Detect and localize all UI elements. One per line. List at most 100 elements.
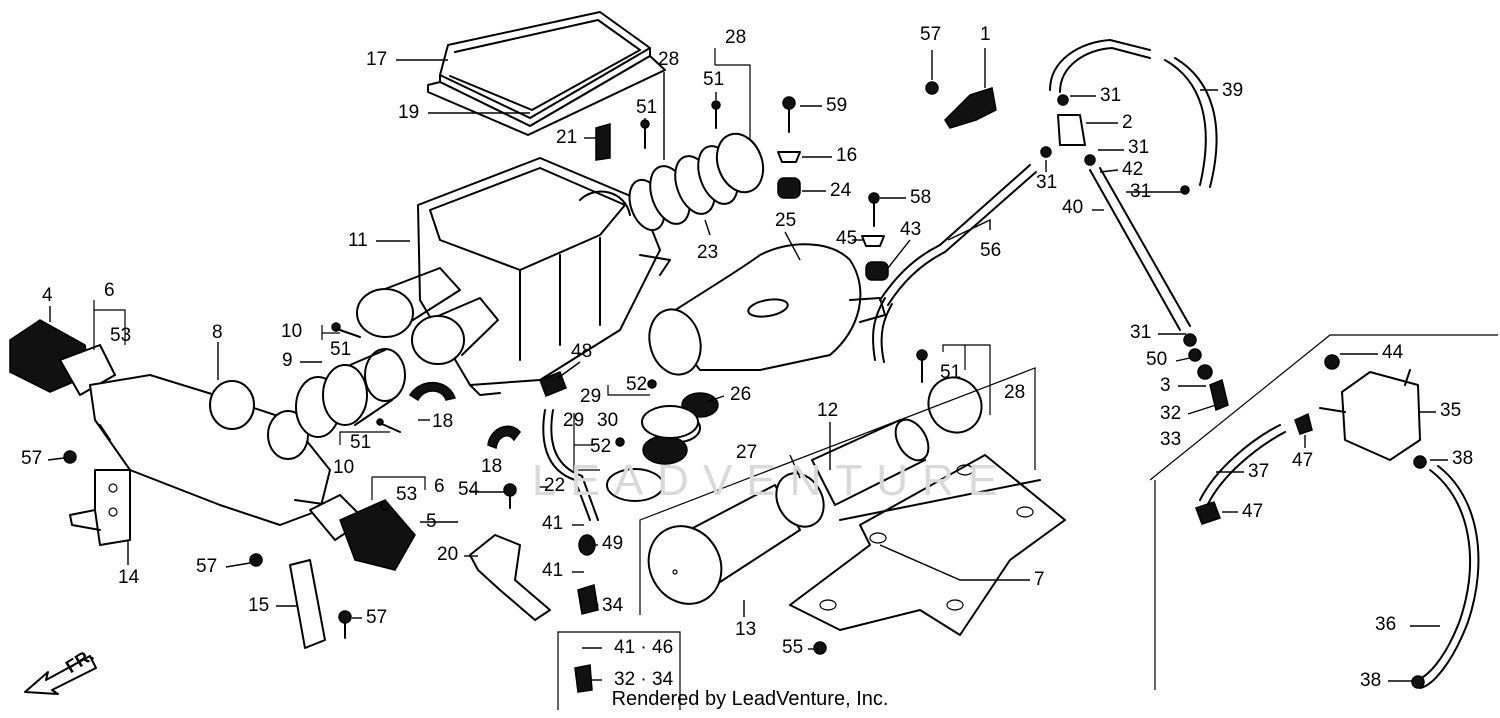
callout-label-9: 9 [282, 350, 293, 371]
clamp-rings [295, 322, 406, 438]
brackets [63, 450, 352, 649]
front-direction-arrow [24, 655, 97, 695]
callout-label-51a: 51 [703, 69, 725, 90]
callout-label-33: 33 [1160, 429, 1182, 450]
callout-label-27: 27 [736, 442, 758, 463]
callout-label-43: 43 [900, 219, 922, 240]
callout-label-3: 3 [1160, 375, 1171, 396]
callout-label-31c: 31 [1130, 181, 1152, 202]
callout-label-57b: 57 [21, 448, 43, 469]
callout-label-28a: 28 [658, 49, 680, 70]
callout-label-29a: 29 [580, 386, 602, 407]
callout-label-47b: 47 [1242, 501, 1264, 522]
callout-label-49: 49 [602, 533, 624, 554]
filter-element [647, 349, 983, 605]
canister [1149, 334, 1498, 690]
callout-label-22: 22 [544, 475, 566, 496]
callout-label-51b: 51 [636, 97, 658, 118]
intake-funnel-right [309, 494, 416, 571]
callout-label-5: 5 [426, 511, 437, 532]
callout-label-56: 56 [980, 240, 1002, 261]
callout-label-41a: 41 [542, 513, 564, 534]
intake-duct [648, 243, 886, 376]
callout-label-57c: 57 [196, 556, 218, 577]
callout-label-48: 48 [571, 341, 593, 362]
connecting-tube [628, 132, 765, 232]
callout-label-50: 50 [1146, 349, 1168, 370]
callout-label-58: 58 [910, 187, 932, 208]
callout-label-16: 16 [836, 145, 858, 166]
callout-label-38a: 38 [1452, 448, 1474, 469]
callout-label-31b: 31 [1128, 137, 1150, 158]
guard-plate [789, 454, 1066, 655]
callout-label-52b: 52 [590, 436, 612, 457]
intake-funnel-left [9, 319, 116, 396]
callout-label-4: 4 [42, 285, 53, 306]
callout-label-29b: 29 [563, 410, 585, 431]
callout-label-45: 45 [836, 228, 858, 249]
callout-label-18b: 18 [481, 456, 503, 477]
callout-label-19: 19 [398, 102, 420, 123]
callout-label-53b: 53 [396, 484, 418, 505]
seal-rings [606, 379, 719, 502]
air-cleaner-case [356, 157, 671, 396]
callout-label-23: 23 [697, 242, 719, 263]
callout-label-31a: 31 [1100, 85, 1122, 106]
callout-label-52a: 52 [626, 374, 648, 395]
callout-label-12: 12 [817, 400, 839, 421]
callout-label-2: 2 [1122, 112, 1133, 133]
callout-label-59: 59 [826, 95, 848, 116]
callout-label-55: 55 [782, 637, 804, 658]
callout-label-51e: 51 [350, 432, 372, 453]
fasteners-top [595, 81, 997, 281]
air-cleaner-cover [427, 11, 666, 136]
callout-label-47a: 47 [1292, 450, 1314, 471]
callout-label-51d: 51 [940, 362, 962, 383]
callout-label-34a: 34 [602, 595, 624, 616]
callout-label-18a: 18 [432, 411, 454, 432]
callout-label-39: 39 [1222, 80, 1244, 101]
watermark: LEADVENTURE [532, 456, 1012, 505]
callout-label-38b: 38 [1360, 670, 1382, 691]
callout-label-28c: 28 [1004, 382, 1026, 403]
callout-label-28b: 28 [725, 27, 747, 48]
callout-label-40: 40 [1062, 197, 1084, 218]
callout-label-57a: 57 [920, 24, 942, 45]
footer-credit: Rendered by LeadVenture, Inc. [611, 688, 889, 710]
callout-label-53a: 53 [110, 325, 132, 346]
callout-label-11: 11 [348, 230, 368, 251]
callout-label-15: 15 [248, 595, 270, 616]
callout-label-31e: 31 [1130, 322, 1152, 343]
small-hose-18 [408, 381, 521, 450]
callout-label-31d: 31 [1036, 172, 1058, 193]
callout-label-13: 13 [735, 619, 757, 640]
callout-label-41b: 41 [542, 560, 564, 581]
callout-label-54: 54 [458, 479, 480, 500]
intake-chamber [89, 374, 346, 526]
group-brackets [93, 48, 1036, 710]
callout-label-6a: 6 [104, 280, 115, 301]
callout-label-8: 8 [212, 322, 223, 343]
breather-hoses [872, 39, 1218, 363]
callout-label-21: 21 [556, 127, 578, 148]
callout-label-37: 37 [1248, 461, 1270, 482]
callout-label-6b: 6 [434, 476, 445, 497]
callout-label-17: 17 [366, 49, 388, 70]
callout-label-1: 1 [980, 24, 991, 45]
drain-tubes [469, 371, 599, 693]
callout-label-10b: 10 [333, 457, 355, 478]
callout-label-51c: 51 [330, 339, 352, 360]
callout-label-32a: 32 [1160, 403, 1182, 424]
hose-fittings [1040, 94, 1229, 412]
callout-label-14: 14 [118, 567, 140, 588]
callout-label-7: 7 [1034, 569, 1045, 590]
callout-label-41c: 41 · 46 [614, 637, 674, 658]
leader-lines [47, 48, 1448, 682]
callout-label-32b: 32 · 34 [614, 669, 674, 690]
callout-label-30: 30 [597, 410, 619, 431]
callout-label-24: 24 [830, 180, 852, 201]
callout-label-25: 25 [775, 210, 797, 231]
callout-label-44: 44 [1382, 342, 1404, 363]
callout-label-35: 35 [1440, 400, 1462, 421]
callout-label-20: 20 [437, 544, 459, 565]
